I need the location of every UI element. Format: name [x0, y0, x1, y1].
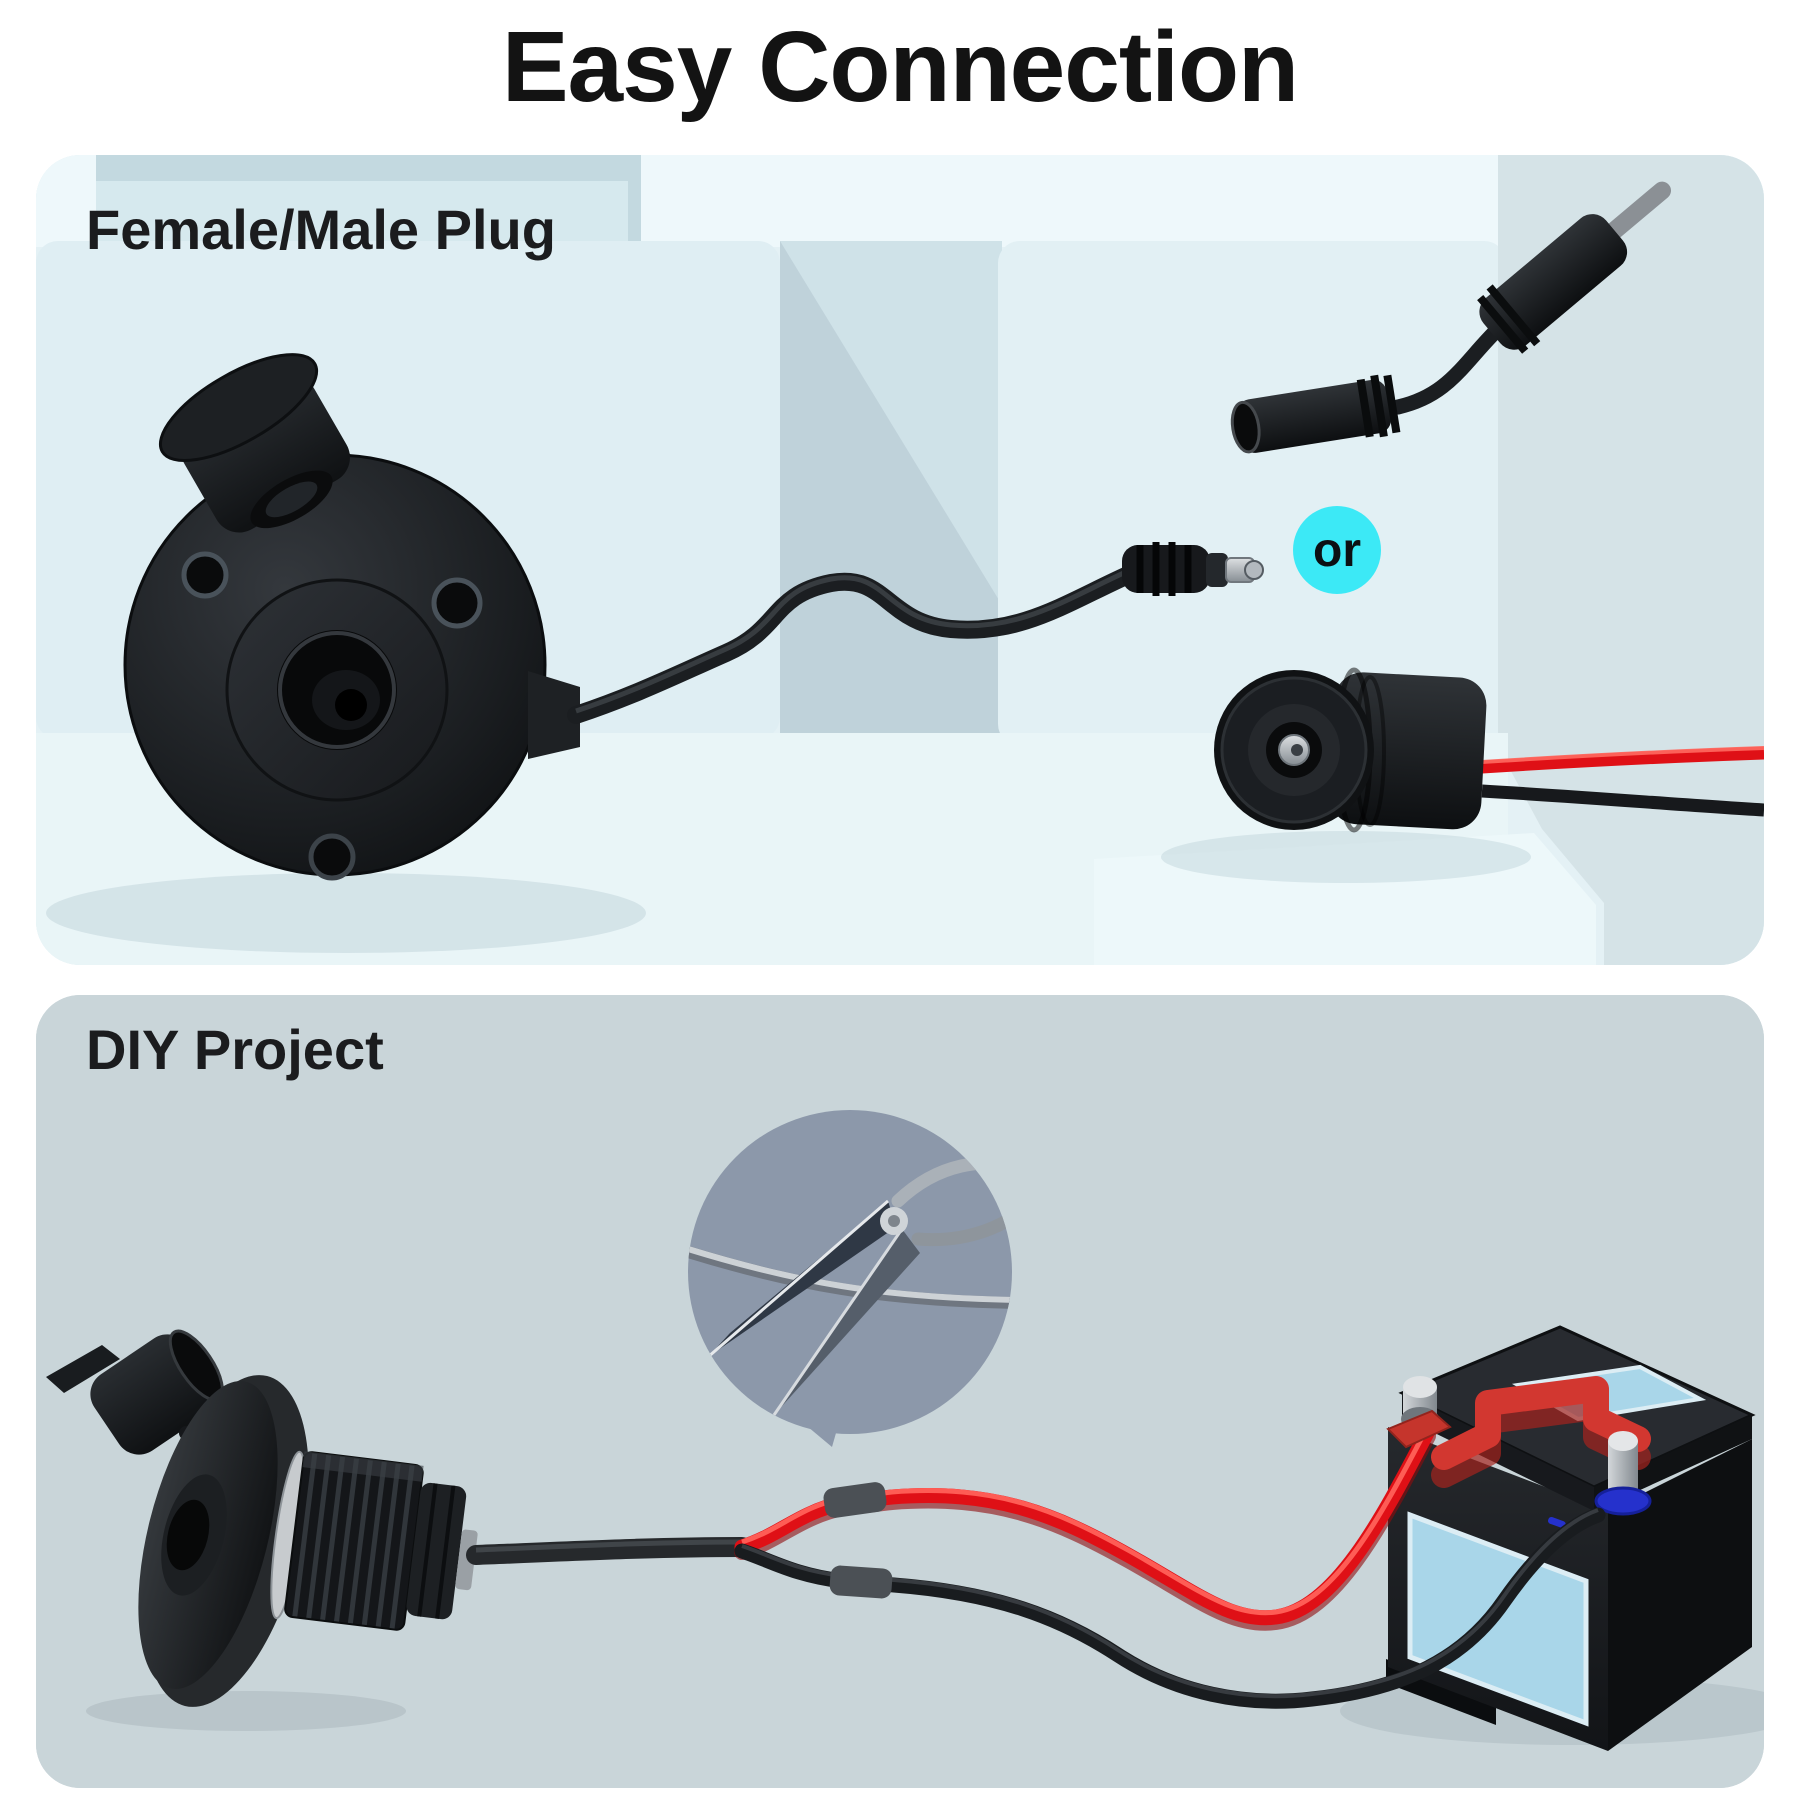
threaded-barrel: [284, 1451, 478, 1631]
extension-cable-male-plug: [528, 542, 1264, 759]
page-title: Easy Connection: [501, 11, 1299, 123]
bottom-panel-label: DIY Project: [86, 1018, 384, 1081]
panel-mount-socket-with-wires: [1214, 667, 1764, 833]
female-male-plug-illustration: [36, 155, 1764, 965]
top-panel-label: Female/Male Plug: [86, 198, 556, 261]
red-black-split-wires: [734, 1409, 1606, 1709]
battery-handle: [1431, 1376, 1651, 1470]
rubber-dust-cap: [158, 353, 350, 533]
main-cable: [466, 1537, 752, 1565]
heat-shrink-sleeve-black: [829, 1565, 893, 1599]
dust-cap-open: [90, 1329, 224, 1455]
female-dc-barrel-pigtail: [1230, 181, 1672, 454]
heat-shrink-sleeve-red: [823, 1482, 887, 1518]
red-battery-clamp: [1386, 1409, 1452, 1449]
top-panel: Female/Male Plug: [36, 155, 1764, 965]
or-badge: or: [1293, 506, 1381, 594]
bottom-panel: DIY Project: [36, 995, 1764, 1788]
male-dc-plug: [1122, 542, 1264, 596]
side-view-panel-socket: [46, 1329, 478, 1731]
flange-socket-with-dust-cap: [123, 353, 547, 881]
diy-project-illustration: [36, 995, 1764, 1788]
